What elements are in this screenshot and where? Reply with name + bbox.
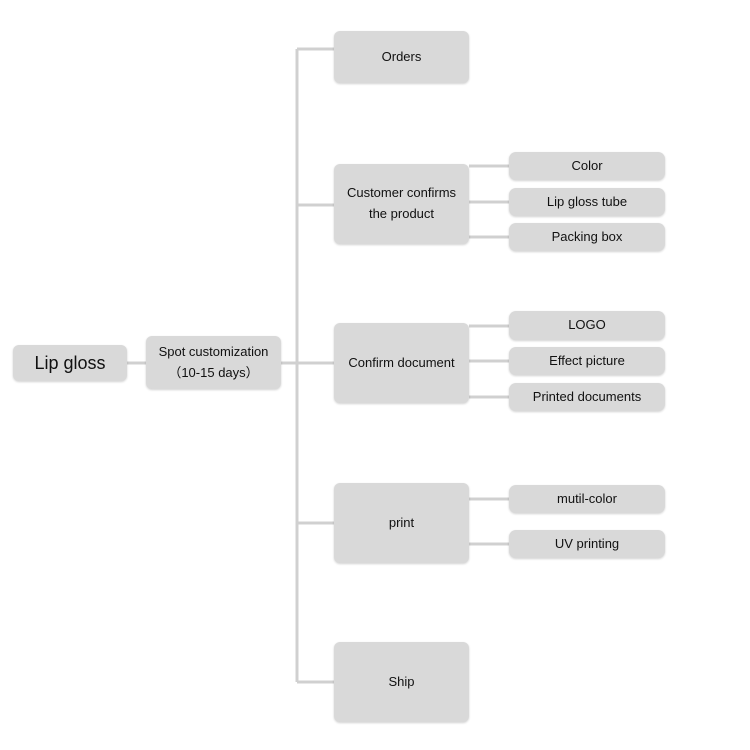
leaf-effect-picture-label: Effect picture: [549, 352, 625, 368]
step-orders-label: Orders: [381, 48, 422, 64]
leaf-uv-printing-node: UV printing: [509, 530, 665, 558]
leaf-logo-label: LOGO: [568, 317, 606, 333]
step-customer-confirms-line1: Customer confirms: [346, 185, 457, 201]
leaf-mutil-color-node: mutil-color: [509, 485, 665, 513]
step-print-label: print: [388, 514, 415, 530]
leaf-lip-gloss-tube-node: Lip gloss tube: [509, 188, 665, 216]
step-confirm-document-node: Confirm document: [334, 323, 469, 403]
root-node-lip-gloss: Lip gloss: [13, 345, 127, 381]
leaf-effect-picture-node: Effect picture: [509, 347, 665, 375]
leaf-printed-documents-label: Printed documents: [532, 388, 642, 404]
leaf-printed-documents-node: Printed documents: [509, 383, 665, 411]
step-orders-node: Orders: [334, 31, 469, 83]
leaf-logo-node: LOGO: [509, 311, 665, 340]
leaf-color-label: Color: [571, 157, 603, 173]
step-customer-confirms-node: Customer confirms the product: [334, 164, 469, 244]
root-label: Lip gloss: [34, 352, 106, 373]
leaf-packing-box-node: Packing box: [509, 223, 665, 251]
leaf-uv-printing-label: UV printing: [554, 535, 620, 551]
spot-customization-node: Spot customization （10-15 days）: [146, 336, 281, 389]
step-ship-node: Ship: [334, 642, 469, 722]
step-customer-confirms-line2: the product: [368, 206, 435, 221]
spot-customization-duration: （10-15 days）: [168, 364, 259, 380]
leaf-lip-gloss-tube-label: Lip gloss tube: [546, 193, 628, 209]
step-print-node: print: [334, 483, 469, 563]
step-ship-label: Ship: [388, 673, 415, 689]
leaf-mutil-color-label: mutil-color: [557, 490, 617, 506]
spot-customization-label: Spot customization: [158, 343, 269, 359]
leaf-color-node: Color: [509, 152, 665, 180]
leaf-packing-box-label: Packing box: [551, 228, 623, 244]
step-confirm-document-label: Confirm document: [348, 354, 455, 370]
